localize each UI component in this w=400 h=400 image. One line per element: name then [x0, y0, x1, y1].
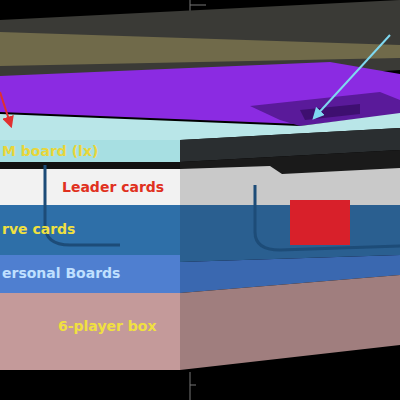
layer-band: M board (lx) — [2, 143, 103, 159]
layer-label: Leader cards — [62, 179, 169, 195]
layer-band: rve cards — [2, 221, 80, 237]
layer-label: M board (lx) — [2, 143, 103, 159]
layer-band: Leader cards — [62, 179, 169, 195]
layer-label: 6-player box — [58, 318, 161, 334]
layer-band: 6-player box — [58, 318, 161, 334]
layer-label: ersonal Boards — [2, 265, 125, 281]
layer-band: ersonal Boards — [2, 265, 125, 281]
layer-label: rve cards — [2, 221, 80, 237]
